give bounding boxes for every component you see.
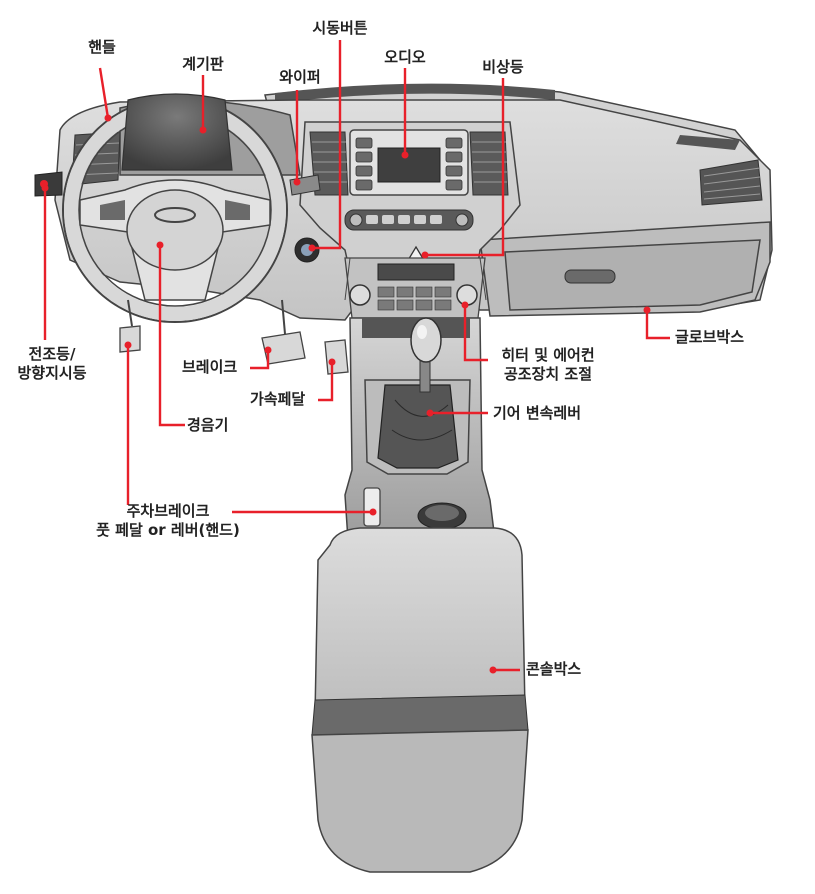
label-climate-line2: 공조장치 조절 <box>503 365 593 383</box>
label-headlight-line2: 방향지시등 <box>17 364 87 382</box>
brake-pedal <box>261 331 306 365</box>
label-start-button: 시동버튼 <box>312 19 368 37</box>
leader-dots <box>41 114 651 674</box>
label-parking-line1: 주차브레이크 <box>126 502 210 520</box>
label-horn: 경음기 <box>187 416 229 434</box>
label-headlight: 전조등/ 방향지시등 <box>17 345 86 383</box>
label-headlight-line1: 전조등/ <box>28 345 76 363</box>
leader-glovebox <box>645 310 670 340</box>
label-climate-line1: 히터 및 에어컨 <box>501 346 595 364</box>
parking-foot-pedal <box>119 325 141 353</box>
label-console: 콘솔박스 <box>526 660 582 678</box>
label-brake: 브레이크 <box>182 358 238 376</box>
gear-boot <box>377 384 459 469</box>
center-vent-left <box>309 131 349 196</box>
leader-horn <box>158 245 185 427</box>
console-box <box>314 527 526 716</box>
label-audio: 오디오 <box>384 48 426 66</box>
label-parking: 주차브레이크 풋 페달 or 레버(핸드) <box>96 502 240 540</box>
leader-hazard <box>425 78 505 257</box>
dash-top-vent <box>676 135 740 150</box>
leader-accelerator <box>318 362 334 402</box>
steering-logo <box>154 207 196 223</box>
label-accelerator: 가속페달 <box>250 390 306 408</box>
label-wiper: 와이퍼 <box>279 68 321 86</box>
glovebox-shape <box>504 239 761 311</box>
dash-top-strip <box>275 83 555 103</box>
leader-climate <box>463 305 488 362</box>
label-hazard: 비상등 <box>482 58 524 76</box>
leader-handle <box>98 67 110 119</box>
label-gear: 기어 변속레버 <box>493 404 582 422</box>
leader-lines <box>43 40 670 672</box>
label-parking-line2: 풋 페달 or 레버(핸드) <box>96 521 240 539</box>
gauge-cluster <box>121 93 233 171</box>
label-climate: 히터 및 에어컨 공조장치 조절 <box>501 346 594 384</box>
leader-start <box>312 40 342 250</box>
right-vent <box>699 159 763 206</box>
center-vent-right <box>469 131 509 196</box>
steering-hub <box>126 189 224 271</box>
leader-brake <box>250 350 270 370</box>
label-handle: 핸들 <box>88 38 116 56</box>
parking-lever <box>363 487 381 527</box>
label-glovebox: 글로브박스 <box>675 328 745 346</box>
gear-knob <box>410 317 442 363</box>
glovebox-handle <box>564 269 616 284</box>
console-base <box>311 729 529 873</box>
headlight-switch <box>34 171 63 197</box>
climate-knob-right <box>456 284 478 306</box>
audio-screen <box>377 147 441 183</box>
climate-knob-left <box>349 284 371 306</box>
label-gauge: 계기판 <box>182 55 224 73</box>
accelerator-pedal <box>324 339 349 375</box>
